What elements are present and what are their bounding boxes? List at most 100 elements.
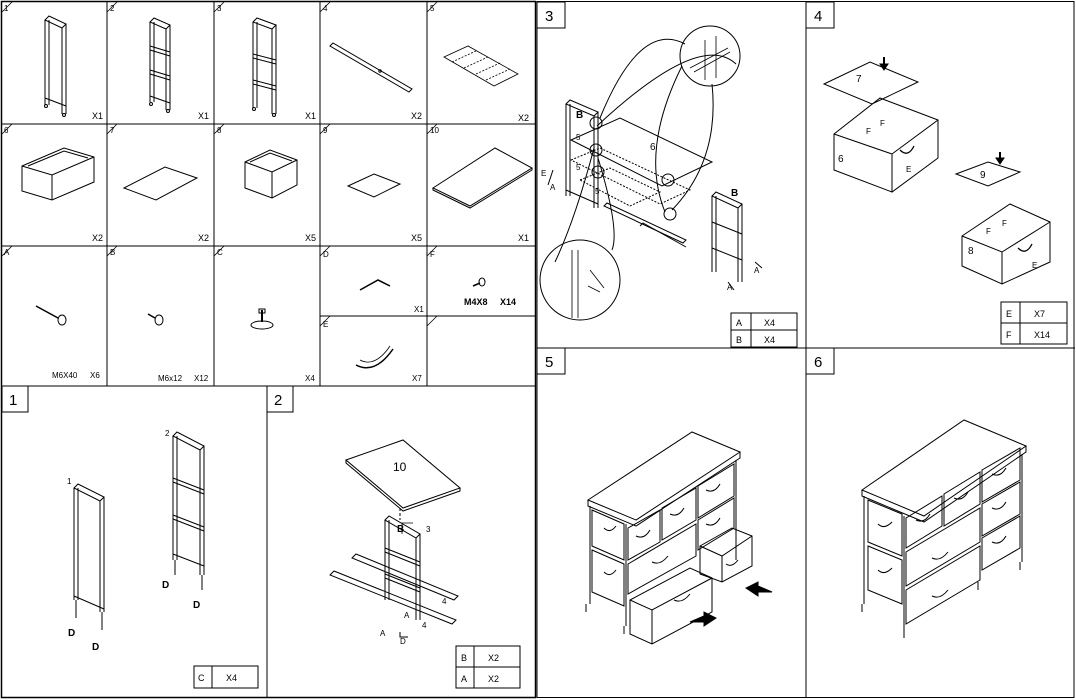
part-4-drawing <box>329 42 413 93</box>
step-2-table-qty-2: X2 <box>488 674 499 684</box>
step-1-drawing <box>73 431 205 630</box>
step-3-table-part-2: B <box>736 335 742 345</box>
hardware-b-bolt <box>147 313 164 326</box>
hardware-f-spec: M4X8 <box>464 297 488 307</box>
hardware-f-qty: X14 <box>500 297 516 307</box>
step2-label-b: B <box>397 524 404 535</box>
step-4-table-qty-1: X7 <box>1034 309 1045 319</box>
part-3-drawing <box>252 17 277 117</box>
step4-label-7: 7 <box>856 74 862 85</box>
part-1-qty: X1 <box>92 111 103 121</box>
part-6-number: 6 <box>4 126 9 135</box>
step1-label-d4: D <box>193 600 200 611</box>
step2-label-3: 3 <box>426 525 431 534</box>
step1-label-d3: D <box>162 580 169 591</box>
step4-label-6: 6 <box>838 154 844 165</box>
step2-label-4a: 4 <box>442 597 447 606</box>
step-6-drawing <box>860 419 1028 638</box>
step-1-number: 1 <box>9 392 17 409</box>
part-10-qty: X1 <box>518 233 529 243</box>
step4-label-e1: E <box>906 165 911 174</box>
step1-label-d1: D <box>68 628 75 639</box>
hardware-b-spec: M6x12 <box>158 374 183 383</box>
part-3-number: 3 <box>217 4 222 13</box>
part-2-drawing <box>149 17 171 113</box>
hardware-d-qty: X1 <box>414 305 424 314</box>
step-2-number: 2 <box>274 392 282 409</box>
part-8-qty: X5 <box>305 233 316 243</box>
step4-label-9: 9 <box>980 170 986 181</box>
part-8-number: 8 <box>217 126 222 135</box>
hardware-a-qty: X6 <box>90 371 100 380</box>
part-2-qty: X1 <box>198 111 209 121</box>
step3-label-b1: B <box>576 110 583 121</box>
hardware-f-screw <box>472 277 486 287</box>
step-3-table-qty-2: X4 <box>764 335 775 345</box>
step3-label-e: E <box>541 169 546 178</box>
part-7-drawing <box>122 166 199 201</box>
step-2-drawing <box>329 439 461 638</box>
part-10-number: 10 <box>430 126 439 135</box>
hardware-f-letter: F <box>430 250 435 259</box>
step2-label-10: 10 <box>393 460 407 474</box>
hardware-d-allen-key <box>359 279 391 291</box>
step4-label-f2: F <box>880 119 885 128</box>
step-1-table-part: C <box>198 673 205 683</box>
part-5-drawing <box>443 45 519 87</box>
step-2-table-qty-1: X2 <box>488 653 499 663</box>
hardware-a-bolt <box>35 305 67 326</box>
part-9-drawing <box>346 173 402 198</box>
part-7-qty: X2 <box>198 233 209 243</box>
step-3-table-qty-1: X4 <box>764 318 775 328</box>
step2-label-a2: A <box>404 611 410 620</box>
hardware-e-qty: X7 <box>412 374 422 383</box>
part-6-drawing <box>21 147 95 201</box>
step-1-table <box>193 665 259 689</box>
hardware-c-qty: X4 <box>305 374 315 383</box>
step-4-table-part-1: E <box>1006 309 1012 319</box>
hardware-b-letter: B <box>110 248 115 257</box>
step1-label-1: 1 <box>67 477 72 486</box>
step-2-table-part-1: B <box>461 653 467 663</box>
part-10-drawing <box>431 147 534 209</box>
part-4-number: 4 <box>323 4 328 13</box>
step4-label-e2: E <box>1032 261 1037 270</box>
step-4-number: 4 <box>814 8 822 25</box>
step1-label-d2: D <box>92 642 99 653</box>
step-6-number: 6 <box>814 354 822 371</box>
part-9-number: 9 <box>323 126 328 135</box>
part-1-number: 1 <box>4 4 9 13</box>
part-6-qty: X2 <box>92 233 103 243</box>
step3-label-5c: 5 <box>595 187 600 196</box>
step-4-table-part-2: F <box>1006 330 1012 340</box>
step4-label-8: 8 <box>968 246 974 257</box>
part-5-qty: X2 <box>518 113 529 123</box>
hardware-c-letter: C <box>217 248 223 257</box>
part-1-drawing <box>44 15 67 117</box>
step3-label-b2: B <box>731 188 738 199</box>
part-8-drawing <box>244 149 298 199</box>
hardware-e-handle <box>355 345 394 369</box>
step-5-number: 5 <box>545 354 553 371</box>
hardware-e-letter: E <box>323 320 328 329</box>
part-4-qty: X2 <box>411 111 422 121</box>
step-1-table-qty: X4 <box>226 673 237 683</box>
part-2-number: 2 <box>110 4 115 13</box>
step3-label-5b: 5 <box>576 163 581 172</box>
step3-label-6: 6 <box>650 142 656 153</box>
hardware-a-letter: A <box>4 248 10 257</box>
step3-label-5a: 5 <box>576 133 581 142</box>
hardware-b-qty: X12 <box>194 374 209 383</box>
step-2-table-part-2: A <box>461 674 467 684</box>
step2-label-4b: 4 <box>422 621 427 630</box>
step4-label-f3: F <box>986 227 991 236</box>
hardware-c-leveler <box>250 308 274 330</box>
step3-label-a2: A <box>727 283 733 292</box>
step4-label-f4: F <box>1002 219 1007 228</box>
step2-label-a1: A <box>380 629 386 638</box>
step1-label-2: 2 <box>165 429 170 438</box>
step-3-table-part-1: A <box>736 318 742 328</box>
step4-label-f1: F <box>866 127 871 136</box>
hardware-d-letter: D <box>323 250 329 259</box>
